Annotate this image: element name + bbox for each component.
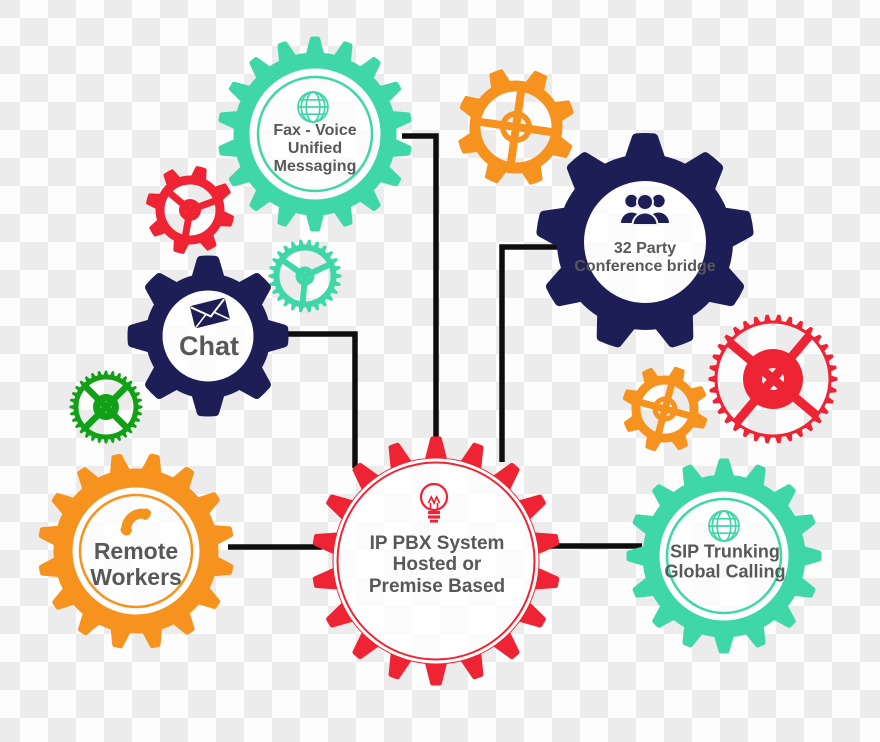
small-green-gear [69,370,143,444]
conference-label-line2: Conference bridge [574,258,716,275]
gear-body [38,453,234,649]
sip-trunking-label: SIP Trunking Global Calling [664,542,785,583]
sip-label-line2: Global Calling [664,562,786,582]
gear-rim [268,239,342,313]
connector-line [276,331,358,468]
gear-hub [743,349,803,409]
gear-center-window [655,487,793,625]
conference-bridge-label: 32 Party Conference bridge [574,240,715,276]
lightbulb-icon [414,475,454,533]
gear-hub [500,111,532,143]
gear-center-window [245,64,385,204]
gear-inner-ring [333,458,539,664]
remote-label-line1: Remote [93,538,179,565]
gear-hub [93,394,119,420]
connector-lines [228,133,642,550]
gear-spoke [478,117,517,131]
gear-spoke [83,384,109,410]
pbx-label-line3: Premise Based [368,575,506,597]
globe-icon [293,87,333,127]
gear-rim [458,69,574,185]
chat-label-line1: Chat [179,330,239,361]
gear-spoke [103,404,129,430]
connector-line [499,244,558,462]
gear-inner-ring [665,497,783,615]
gear-hub [295,266,315,286]
gear-inner-ring [78,493,194,609]
small-teal-gear [268,239,342,313]
pbx-label-line1: IP PBX System [369,532,505,554]
gear-spoke [664,405,692,420]
gear-chat [127,255,289,417]
small-red-gear [146,166,234,254]
gear-center-window [68,483,204,619]
gear-ip-pbx [312,436,560,686]
gear-body [536,133,754,348]
gear-spoke [515,123,554,137]
globe-icon [704,506,744,546]
gear-remote-workers [38,453,234,649]
gear-body [218,36,412,232]
conference-label-line1: 32 Party [613,239,677,257]
envelope-icon [184,291,236,335]
remote-workers-label: Remote Workers [90,538,182,590]
gear-spoke [661,382,676,410]
gear-fax-voice [218,36,412,232]
gear-spoke [654,408,669,436]
phone-handset-icon [117,502,161,546]
gear-spoke [188,197,217,214]
remote-label-line2: Workers [90,564,182,590]
top-orange-gear [458,69,574,185]
gear-spoke [103,384,129,410]
gear-rim [69,370,143,444]
fax-label-line1: Fax - Voice [273,121,357,139]
right-orange-gear [622,366,708,452]
gear-hub [179,199,201,221]
gear-rim [708,314,838,444]
gear-body [626,458,822,654]
gear-center-window [334,459,538,663]
right-red-gear [708,314,838,444]
gear-rim [146,166,234,254]
ip-pbx-label: IP PBX System Hosted or Premise Based [369,533,505,597]
gear-hub [652,396,678,422]
gear-sip-trunking [626,458,822,654]
gear-conference [536,133,754,348]
fax-voice-label: Fax - Voice Unified Messaging [273,122,356,176]
gear-spoke [512,89,526,128]
fax-label-line2: Unified [287,139,343,157]
gear-body [127,255,289,417]
gear-rim [622,366,708,452]
chat-label: Chat [179,331,239,362]
gear-center-window [156,284,260,388]
gear-spoke [638,398,666,413]
gear-spoke [83,404,109,430]
pbx-label-line2: Hosted or [392,554,482,576]
fax-label-line3: Messaging [273,158,357,176]
people-group-icon [615,188,675,232]
gear-inner-ring [256,75,374,193]
gear-center-window [577,174,713,310]
gear-spoke [506,126,520,165]
sip-label-line1: SIP Trunking [670,541,780,562]
connector-line [402,133,439,450]
